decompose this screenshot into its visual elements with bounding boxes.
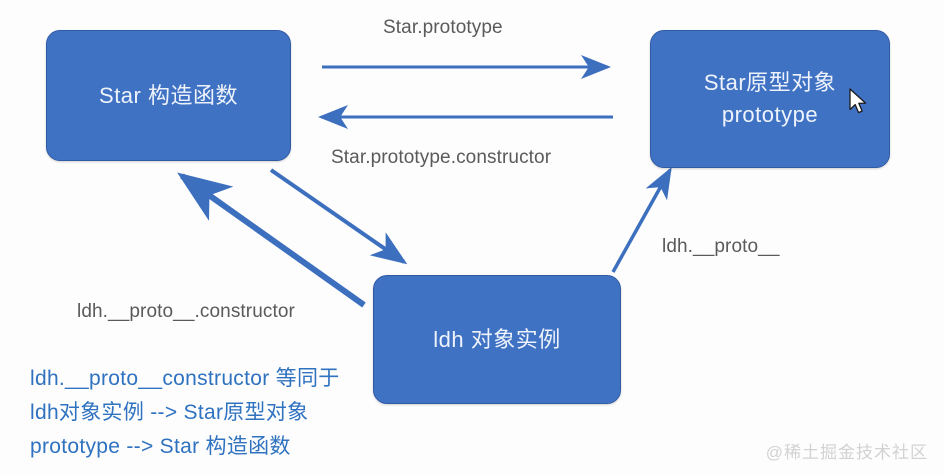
edge-label-ldh-proto-constructor: ldh.__proto__.constructor — [77, 301, 295, 322]
node-star-prototype[interactable]: Star原型对象 prototype — [650, 30, 890, 168]
edge-label-star-prototype-constructor: Star.prototype.constructor — [331, 147, 552, 168]
watermark: @稀土掘金技术社区 — [765, 443, 928, 462]
node-ldh-instance-label: ldh 对象实例 — [433, 326, 561, 352]
node-ldh-instance[interactable]: ldh 对象实例 — [373, 275, 621, 404]
edge-label-star-prototype: Star.prototype — [383, 17, 503, 38]
edge-label-ldh-proto: ldh.__proto__ — [662, 236, 780, 257]
note-line-1: ldh.__proto__constructor 等同于 — [30, 367, 340, 390]
arrow-star-to-ldh — [269, 168, 408, 265]
arrow-ldh-constructor-to-star — [177, 172, 366, 308]
node-star-constructor[interactable]: Star 构造函数 — [46, 30, 291, 161]
arrow-ldh-to-prototype — [611, 166, 672, 273]
node-star-constructor-label: Star 构造函数 — [99, 82, 238, 108]
note-line-2: ldh对象实例 --> Star原型对象 — [30, 401, 309, 424]
node-star-prototype-label: Star原型对象 prototype — [703, 70, 837, 127]
note-line-3: prototype --> Star 构造函数 — [30, 435, 291, 458]
note-block: ldh.__proto__constructor 等同于 ldh对象实例 -->… — [30, 362, 340, 464]
